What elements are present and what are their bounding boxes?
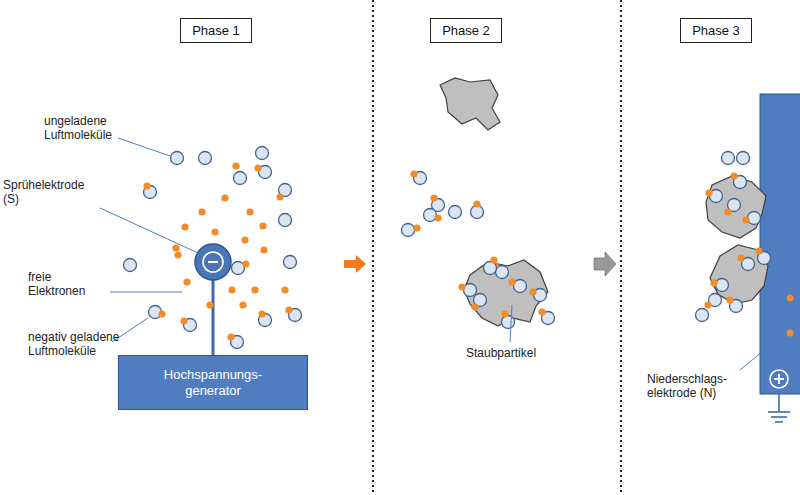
callout-label: ungeladene Luftmoleküle bbox=[44, 114, 134, 142]
particle-dots bbox=[124, 147, 771, 349]
electron bbox=[705, 189, 712, 196]
leader-line bbox=[100, 138, 762, 370]
air-molecule bbox=[124, 259, 137, 272]
dust-particle bbox=[440, 78, 768, 326]
electron bbox=[206, 301, 213, 308]
electron bbox=[473, 200, 480, 207]
air-molecule bbox=[284, 256, 297, 269]
air-molecule bbox=[722, 152, 735, 165]
electron bbox=[471, 303, 478, 310]
electron bbox=[281, 286, 288, 293]
node-text: Phase 2 bbox=[442, 23, 490, 38]
electron bbox=[742, 216, 749, 223]
electron bbox=[174, 251, 181, 258]
ground-symbol bbox=[768, 394, 790, 422]
electron bbox=[227, 333, 234, 340]
callout-label: Staubpartikel bbox=[466, 346, 566, 360]
phase-box: Phase 2 bbox=[430, 18, 502, 43]
air-molecule bbox=[464, 284, 477, 297]
callout-label: Sprühelektrode (S) bbox=[3, 178, 103, 206]
generator-box: Hochspannungs- generator bbox=[118, 355, 308, 410]
node-text: Phase 3 bbox=[692, 23, 740, 38]
air-molecule bbox=[748, 212, 761, 225]
electron bbox=[704, 301, 711, 308]
air-molecule bbox=[199, 152, 212, 165]
electron bbox=[258, 310, 265, 317]
electron bbox=[538, 308, 545, 315]
spray-electrode bbox=[195, 244, 231, 280]
air-molecule bbox=[171, 152, 184, 165]
phase-separator bbox=[372, 0, 374, 495]
wire bbox=[212, 280, 215, 355]
callout-label: Niederschlags- elektrode (N) bbox=[647, 372, 739, 400]
air-molecule bbox=[696, 309, 709, 322]
electron bbox=[501, 310, 508, 317]
electron bbox=[211, 228, 218, 235]
electron bbox=[726, 296, 733, 303]
phase-arrow bbox=[594, 252, 616, 276]
electron bbox=[430, 194, 437, 201]
electron bbox=[276, 193, 283, 200]
air-molecule bbox=[256, 147, 269, 160]
electron bbox=[508, 278, 515, 285]
electron bbox=[246, 208, 253, 215]
electron bbox=[198, 208, 205, 215]
electron bbox=[181, 223, 188, 230]
air-molecule bbox=[424, 209, 437, 222]
electron bbox=[172, 244, 179, 251]
phase-box: Phase 3 bbox=[680, 18, 752, 43]
electron bbox=[710, 279, 717, 286]
electron bbox=[413, 224, 420, 231]
phase-arrow bbox=[344, 255, 366, 273]
electron bbox=[242, 260, 249, 267]
electron bbox=[180, 317, 187, 324]
electron bbox=[221, 194, 228, 201]
electron bbox=[285, 306, 292, 313]
air-molecule bbox=[737, 152, 750, 165]
electron bbox=[434, 214, 441, 221]
air-molecule bbox=[234, 172, 247, 185]
electron bbox=[158, 310, 165, 317]
node-text: Phase 1 bbox=[192, 23, 240, 38]
phase-separator bbox=[620, 0, 622, 495]
air-molecule bbox=[279, 214, 292, 227]
electron bbox=[228, 286, 235, 293]
phase-box: Phase 1 bbox=[180, 18, 252, 43]
callout-label: negativ geladene Luftmoleküle bbox=[28, 330, 138, 358]
air-molecule bbox=[716, 279, 729, 292]
electron bbox=[254, 164, 261, 171]
air-molecule bbox=[502, 316, 515, 329]
electron bbox=[410, 170, 417, 177]
electron bbox=[183, 278, 190, 285]
electron bbox=[239, 301, 246, 308]
electron bbox=[737, 254, 744, 261]
collecting-electrode bbox=[760, 94, 800, 394]
electron bbox=[143, 182, 150, 189]
electron bbox=[724, 208, 731, 215]
electron bbox=[251, 286, 258, 293]
callout-label: freie Elektronen bbox=[28, 270, 110, 298]
electron bbox=[259, 222, 266, 229]
electron bbox=[755, 247, 762, 254]
electron bbox=[730, 172, 737, 179]
electron bbox=[232, 162, 239, 169]
electron bbox=[529, 288, 536, 295]
electron bbox=[241, 236, 248, 243]
node-text: Hochspannungs- generator bbox=[164, 367, 262, 399]
electron bbox=[490, 256, 497, 263]
electron bbox=[458, 283, 465, 290]
air-molecule bbox=[449, 206, 462, 219]
electron bbox=[260, 246, 267, 253]
air-molecule bbox=[402, 224, 415, 237]
